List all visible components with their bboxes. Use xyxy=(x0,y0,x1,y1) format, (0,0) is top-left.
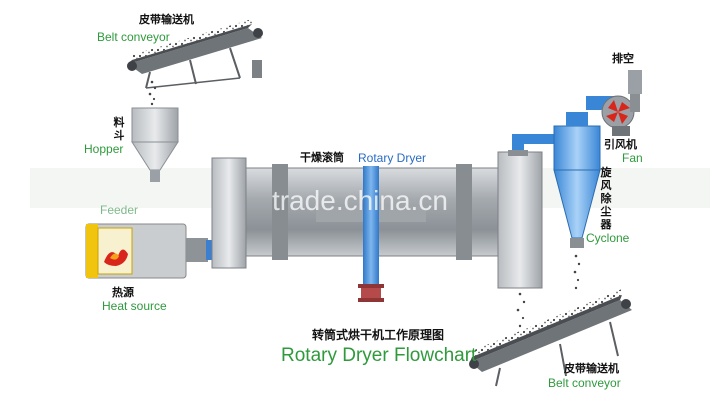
hopper-cn: 料斗 xyxy=(113,116,125,142)
belt-conveyor-bottom-cn: 皮带输送机 xyxy=(564,362,619,375)
feeder-en: Feeder xyxy=(100,203,139,217)
hopper-en: Hopper xyxy=(84,142,124,156)
falling-material-outlet xyxy=(516,292,526,328)
vertical-blue-pipe xyxy=(358,166,384,302)
fan-en: Fan xyxy=(622,151,643,165)
fan-cn: 引风机 xyxy=(604,138,637,151)
rotary-dryer-en: Rotary Dryer xyxy=(358,151,427,165)
cyclone xyxy=(553,112,601,248)
falling-material-cyclone xyxy=(573,254,581,290)
title-cn: 转筒式烘干机工作原理图 xyxy=(312,328,445,342)
hopper xyxy=(131,107,179,182)
duct-to-cyclone xyxy=(508,134,562,156)
belt-conveyor-top xyxy=(127,19,263,89)
title-en: Rotary Dryer Flowchart xyxy=(281,345,477,366)
falling-material-top xyxy=(148,80,157,106)
cyclone-en: Cyclone xyxy=(586,231,630,245)
belt-conveyor-bottom-en: Belt conveyor xyxy=(548,376,621,390)
exhaust-cn: 排空 xyxy=(612,52,634,65)
watermark-text: trade.china.cn xyxy=(272,185,448,216)
heat-source-cn: 热源 xyxy=(112,286,134,299)
heat-source-en: Heat source xyxy=(102,299,167,313)
cyclone-cn: 旋风除尘器 xyxy=(600,166,612,231)
induced-fan xyxy=(586,70,642,136)
heat-source-burner xyxy=(85,223,216,279)
rotary-dryer-cn: 干燥滚筒 xyxy=(300,151,344,164)
belt-conveyor-top-cn: 皮带输送机 xyxy=(139,13,194,26)
belt-conveyor-bottom xyxy=(469,289,632,387)
belt-conveyor-top-en: Belt conveyor xyxy=(97,30,170,44)
